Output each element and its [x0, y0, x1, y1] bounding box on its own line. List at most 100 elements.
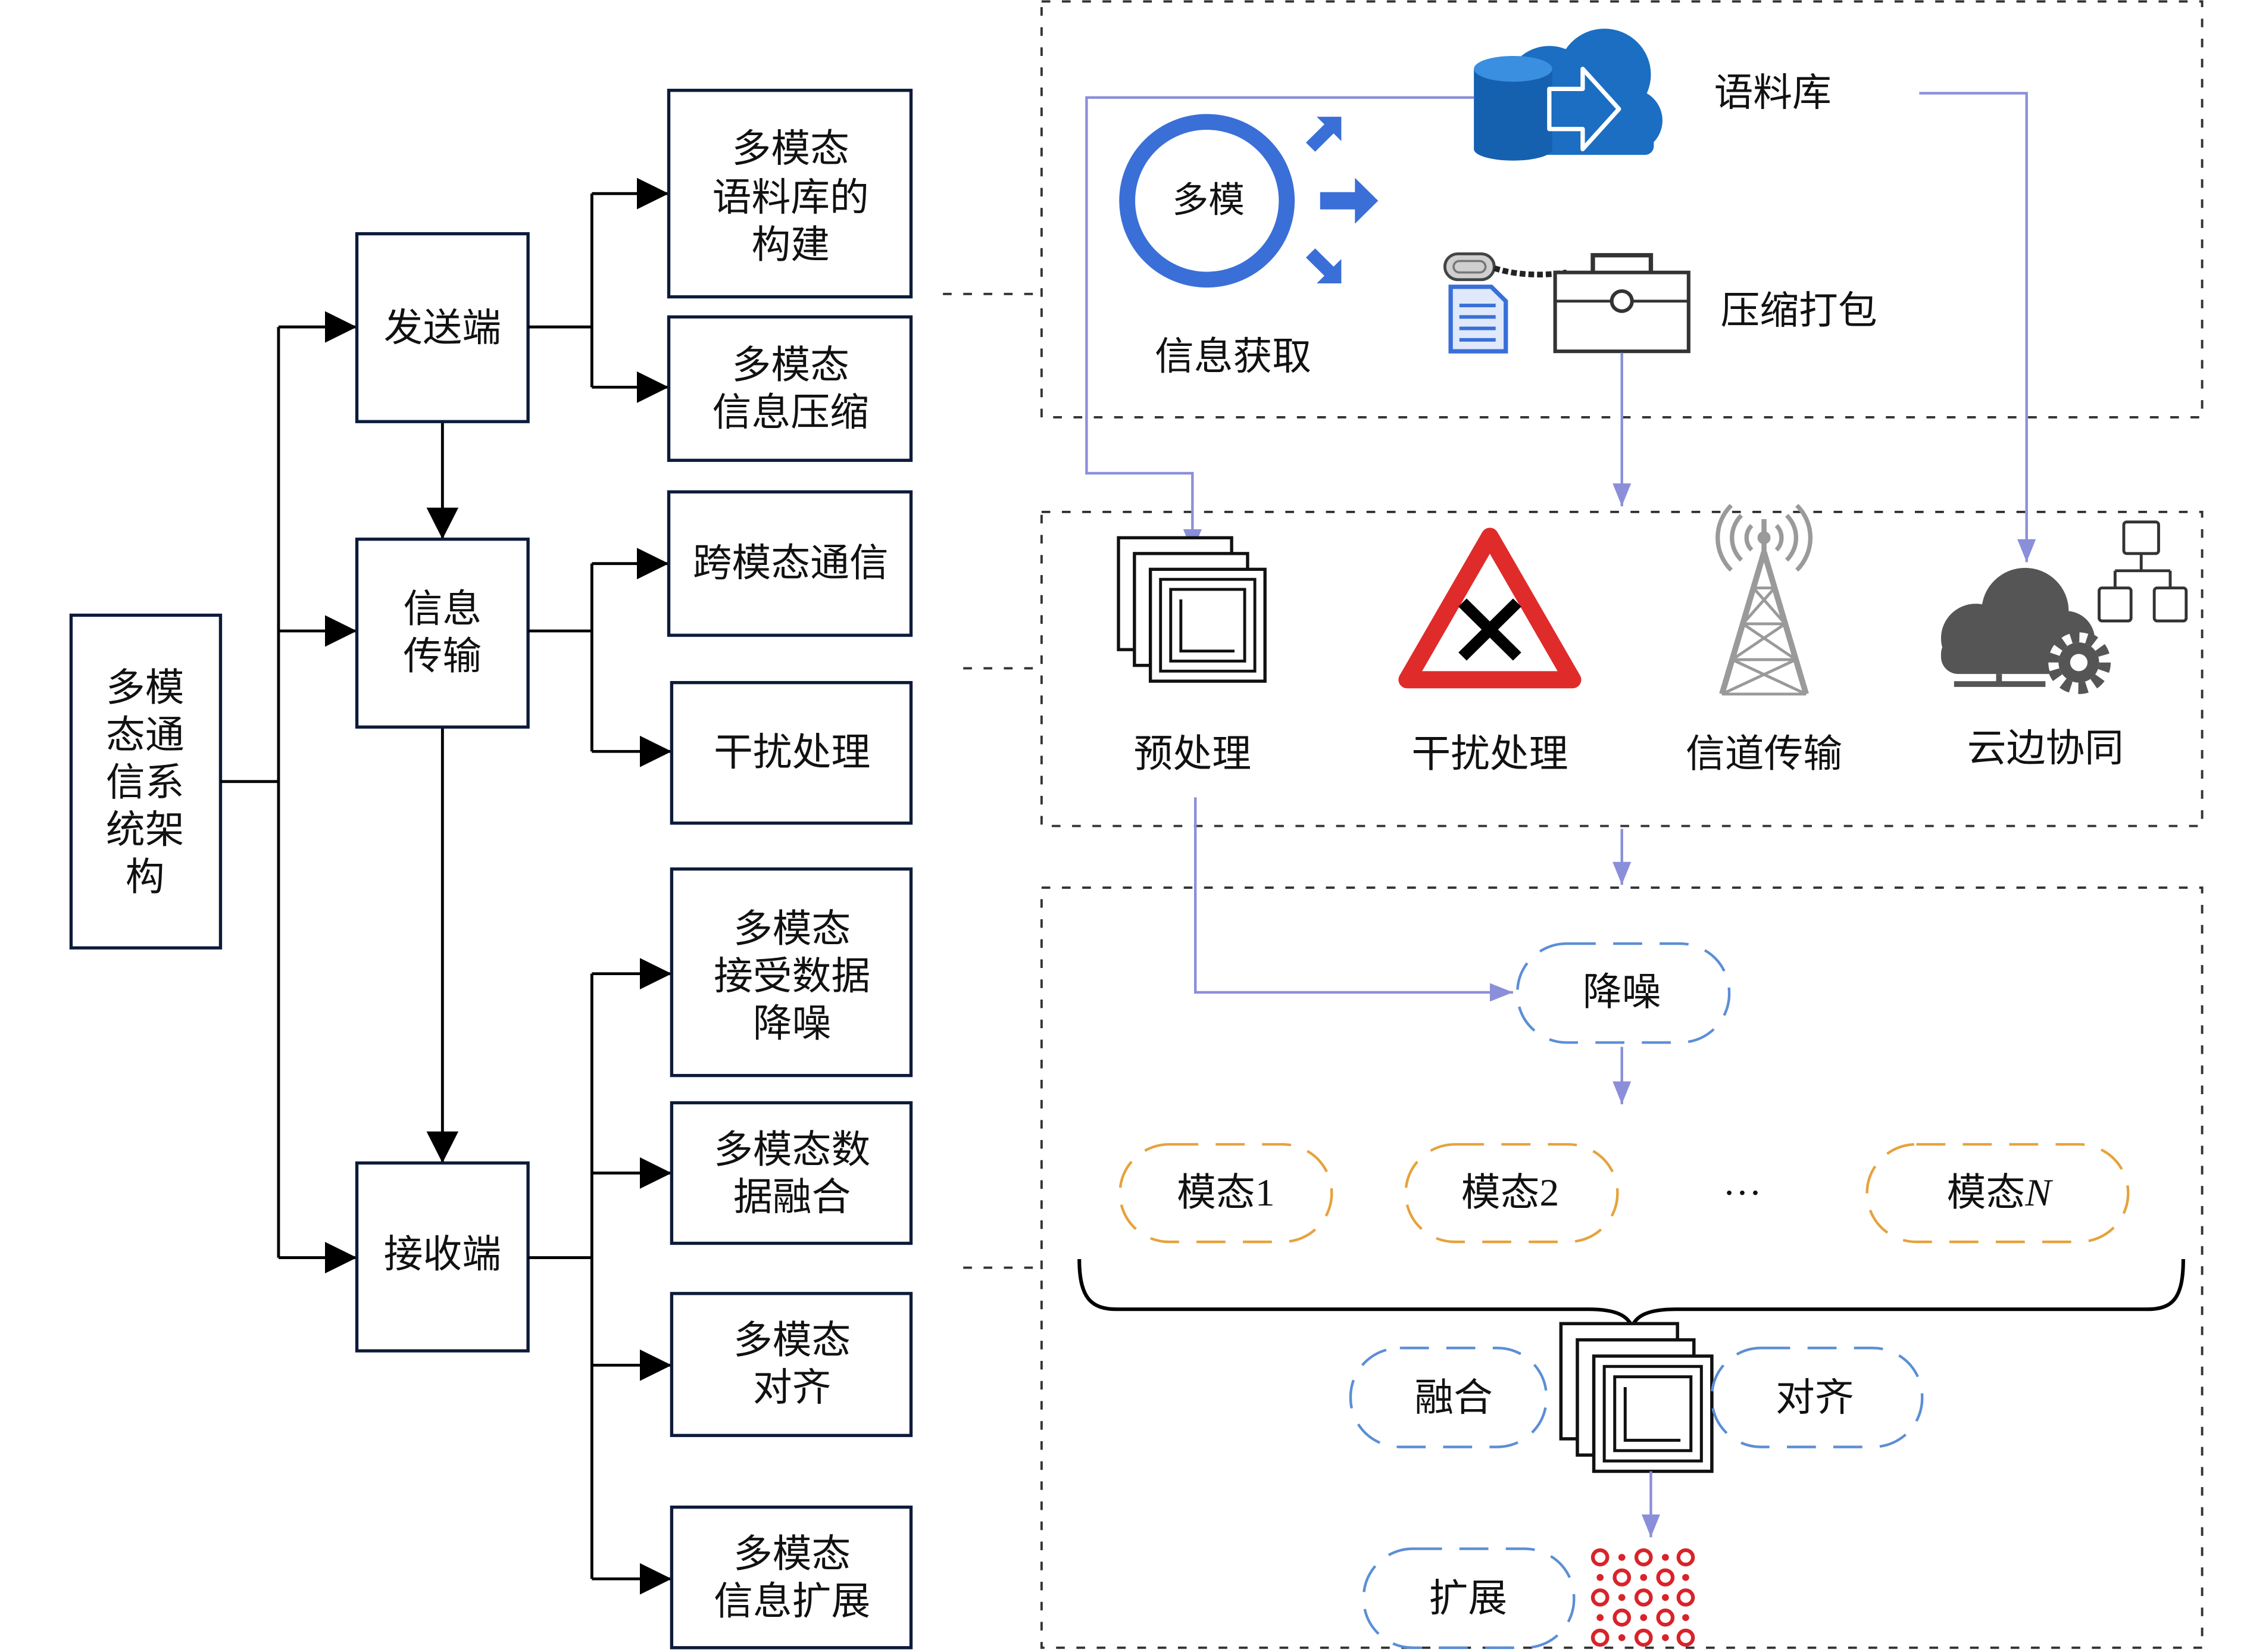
modality-ellipsis: ··· [1723, 1172, 1762, 1214]
pack-label: 压缩打包 [1720, 290, 1877, 333]
modality-label: 模态2 [1461, 1172, 1559, 1214]
dot [1618, 1594, 1626, 1601]
dot [1634, 1588, 1653, 1607]
dot [1656, 1609, 1675, 1627]
arrow-down-right-icon [1305, 248, 1342, 284]
dot [1596, 1573, 1604, 1581]
dot [1682, 1573, 1689, 1581]
dot [1612, 1609, 1632, 1627]
modality-n-prefix: 模态 [1947, 1172, 2026, 1214]
alignment-box [670, 1292, 913, 1437]
dot [1612, 1568, 1632, 1587]
corpus-build-line: 构建 [751, 224, 830, 267]
expansion-line: 信息扩展 [714, 1581, 870, 1623]
dot [1634, 1548, 1653, 1567]
architecture-tree: 多模 态通 信系 统架 构 发送端 信息 传输 接收端 [69, 89, 1042, 1650]
acquire-label: 信息获取 [1155, 336, 1311, 379]
dot [1590, 1628, 1610, 1647]
dot [1661, 1594, 1669, 1601]
dot [1656, 1568, 1675, 1587]
dot [1682, 1614, 1689, 1621]
sender-box [355, 232, 530, 423]
modality-n-index: N [2024, 1172, 2053, 1214]
denoise-line: 降噪 [753, 1003, 832, 1045]
transmission-branches: 跨模态通信 干扰处理 [528, 490, 913, 825]
stacked-frames-icon [1561, 1323, 1712, 1471]
root-connectors [220, 311, 459, 1274]
receiver-box [355, 1161, 530, 1353]
denoise-pill: 降噪 [1516, 942, 1731, 1044]
transmission-box [355, 538, 530, 729]
denoise-label: 降噪 [1583, 971, 1661, 1014]
transmission-node: 信息 传输 [355, 538, 530, 729]
interference-box [670, 680, 913, 825]
dot [1640, 1573, 1648, 1581]
denoise-line: 接受数据 [714, 955, 870, 998]
modality-n-label: 模态N [1947, 1172, 2054, 1214]
ring-icon: 多模 [1119, 114, 1295, 288]
dot [1640, 1614, 1648, 1621]
modalities-brace [1077, 1258, 2185, 1331]
dot [1676, 1548, 1695, 1567]
expansion-box [670, 1506, 913, 1650]
modality-pill: 模态2 [1404, 1143, 1619, 1244]
arrow-right-icon [1320, 177, 1379, 224]
transmission-line: 传输 [404, 635, 482, 678]
align-label: 对齐 [1776, 1377, 1854, 1420]
network-hierarchy-icon [2098, 520, 2188, 623]
root-line: 统架 [106, 809, 185, 852]
root-line: 态通 [106, 714, 185, 757]
stacked-frames-icon [1118, 538, 1265, 681]
preprocess-to-denoise-arrow [1194, 797, 1513, 1002]
denoise-line: 多模态 [733, 908, 851, 951]
channel-transmit-label: 信道传输 [1686, 733, 1842, 776]
sender-label: 发送端 [384, 307, 501, 350]
dot [1618, 1634, 1626, 1641]
fusion-pill: 融合 [1349, 1347, 1548, 1448]
modality-n-pill: 模态N [1865, 1143, 2130, 1244]
alignment-line: 对齐 [753, 1367, 832, 1410]
modality-pill: 模态1 [1118, 1143, 1333, 1244]
expand-arrows-icon [1305, 117, 1379, 284]
info-compress-line: 信息压缩 [712, 392, 869, 435]
dot [1661, 1634, 1669, 1641]
fusion-label: 融合 [1414, 1377, 1493, 1420]
corpus-to-cloud-edge-arrow [1919, 92, 2036, 563]
transmission-branch-line [528, 563, 593, 752]
dot [1596, 1614, 1604, 1621]
channel-content: 预处理 干扰处理 信道传输 [1118, 504, 2188, 776]
receive-panel [1040, 886, 2204, 1649]
corpus-build-box [667, 89, 913, 299]
interference-label: 干扰处理 [714, 732, 870, 775]
root-box [69, 613, 223, 950]
dot [1634, 1628, 1653, 1647]
cross-modal-label: 跨模态通信 [693, 542, 889, 585]
root-node: 多模 态通 信系 统架 构 [69, 613, 223, 950]
expansion-line: 多模态 [733, 1533, 851, 1576]
receive-content: 降噪 模态1 模态2 ··· 模态N 融合 对齐 [1077, 942, 2185, 1649]
dot [1661, 1554, 1669, 1561]
interference-panel-label: 干扰处理 [1411, 733, 1568, 776]
preprocess-label: 预处理 [1134, 733, 1251, 776]
arrow-up-right-icon [1305, 117, 1342, 152]
dot [1590, 1588, 1610, 1607]
sender-branches: 多模态 语料库的 构建 多模态 信息压缩 [528, 89, 913, 462]
modality-label: 模态1 [1177, 1172, 1274, 1214]
align-pill: 对齐 [1710, 1347, 1924, 1448]
fusion-line: 多模态数 [714, 1129, 870, 1172]
briefcase-icon [1553, 253, 1690, 354]
corpus-build-line: 语料库的 [712, 177, 869, 220]
cloud-gear-network-icon [1940, 520, 2188, 694]
fusion-line: 据融合 [733, 1176, 851, 1219]
signal-tower-icon [1715, 504, 1812, 696]
tag-chain-icon [1443, 252, 1567, 282]
expand-pill: 扩展 [1362, 1547, 1576, 1649]
root-line: 多模 [106, 667, 185, 710]
cross-modal-box [667, 490, 913, 637]
warning-icon [1398, 527, 1582, 689]
dot [1590, 1548, 1610, 1567]
sender-node: 发送端 [355, 232, 530, 423]
channel-panel [1040, 511, 2204, 827]
receiver-node: 接收端 [355, 1161, 530, 1353]
